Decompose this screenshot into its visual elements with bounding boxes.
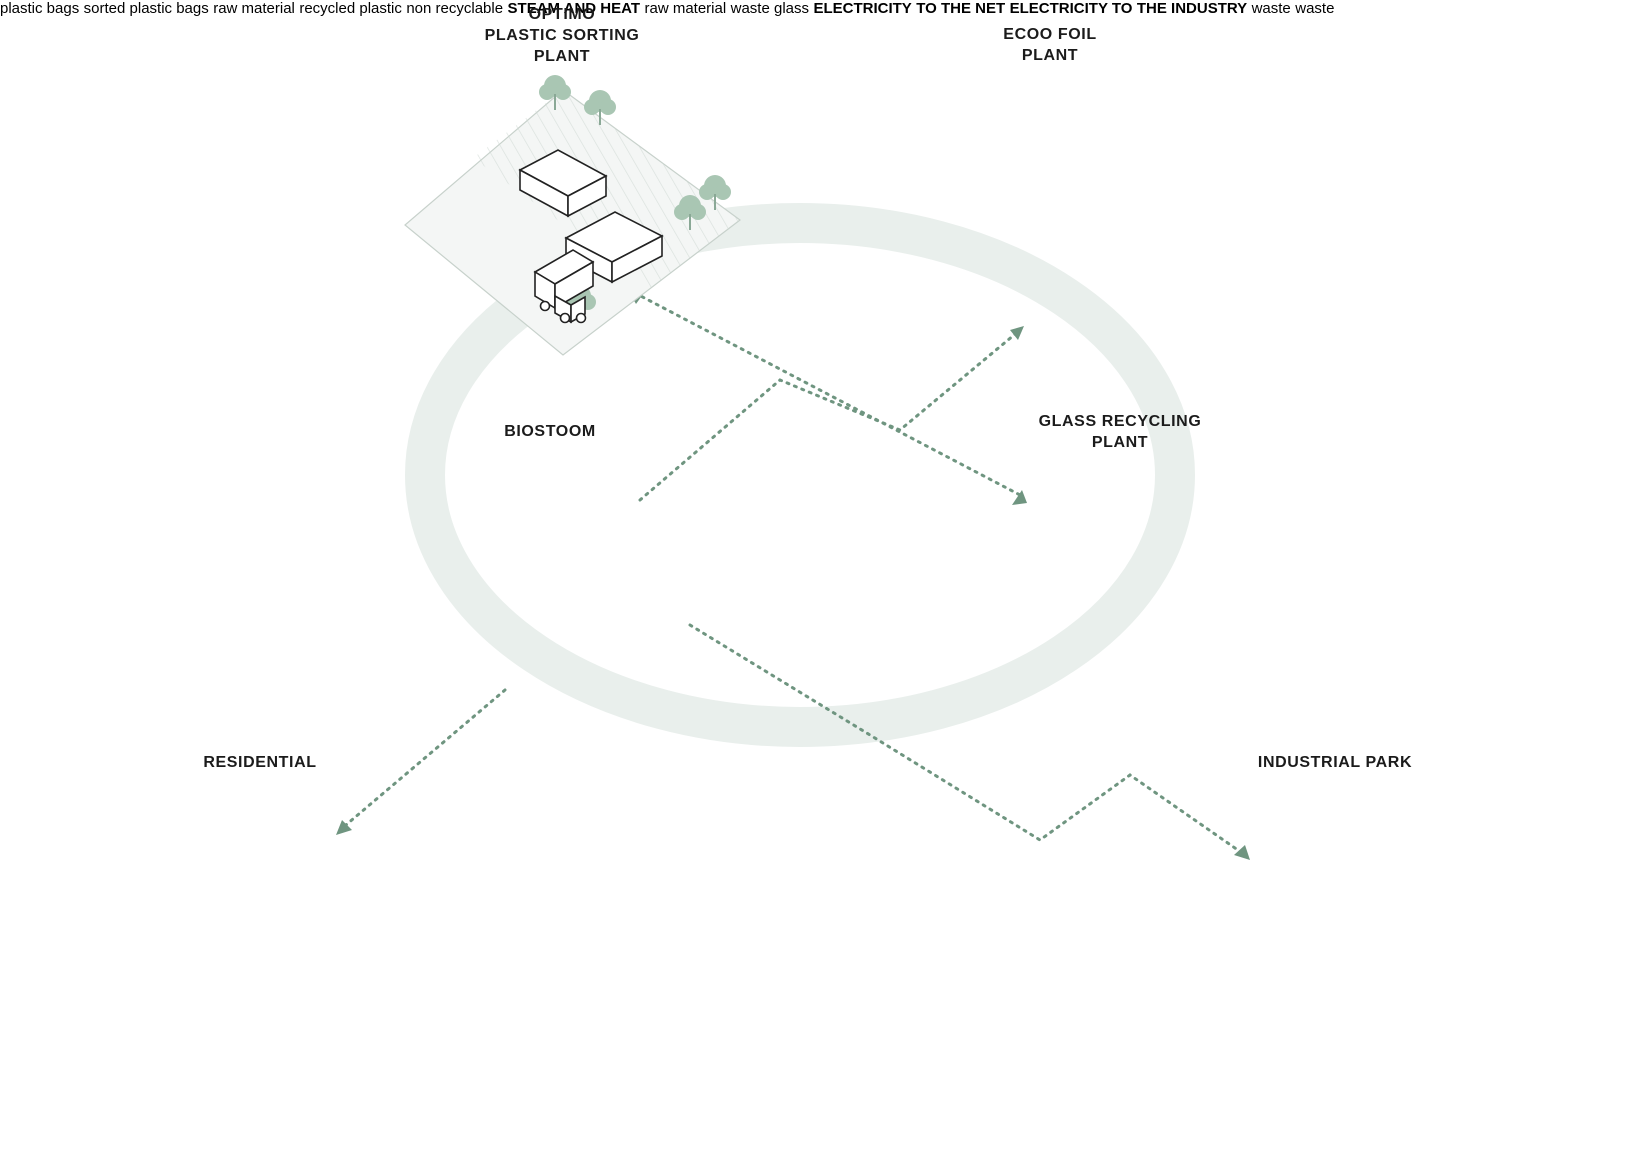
flow-arrow-electricity-net: ELECTRICITY TO THE NET	[813, 0, 1009, 17]
site-label-optimo: OPTIMO PLASTIC SORTING PLANT	[484, 6, 640, 65]
site-label-biostoom: BIOSTOOM	[504, 423, 596, 440]
flow-label-electricity-industry-2: THE INDUSTRY	[1136, 0, 1248, 17]
flow-label-steam-and-heat: STEAM AND HEAT	[507, 0, 641, 17]
flow-arrow-waste-glass: waste glass	[731, 0, 814, 17]
circular-flow-ring	[405, 203, 1195, 747]
flow-label-non-recyclable: non recyclable	[406, 0, 504, 17]
flow-arrow-waste-industrial: waste	[1295, 0, 1334, 17]
flow-label-waste-glass: waste glass	[730, 0, 809, 17]
flow-arrow-steam-and-heat: STEAM AND HEAT	[508, 0, 645, 17]
flow-label-plastic-bags: plastic bags	[0, 0, 80, 17]
dotted-connectors	[338, 291, 1247, 857]
flow-label-electricity-net-1: ELECTRICITY	[813, 0, 912, 17]
site-label-glass: GLASS RECYCLING PLANT	[1038, 413, 1202, 451]
flow-label-electricity-industry-1: ELECTRICITY TO	[1009, 0, 1133, 17]
flow-label-electricity-net-2: TO THE NET	[916, 0, 1006, 17]
flow-label-raw-material-ecoo: raw material	[213, 0, 295, 17]
building-icon	[518, 149, 664, 284]
flow-arrow-plastic-bags: plastic bags	[0, 0, 84, 17]
site-label-residential: RESIDENTIAL	[203, 754, 317, 771]
flow-arrow-electricity-industry: ELECTRICITY TO THE INDUSTRY	[1010, 0, 1252, 17]
flow-arrow-sorted-plastic-bags: sorted plastic bags	[84, 0, 214, 17]
flow-label-waste-residential: waste	[1251, 0, 1291, 17]
site-label-ecoo: ECOO FOIL PLANT	[1003, 26, 1097, 64]
flow-label-sorted-plastic-bags: sorted plastic bags	[83, 0, 209, 17]
flow-arrow-raw-material-ecoo: raw material	[213, 0, 299, 17]
flow-arrow-non-recyclable: non recyclable	[406, 0, 507, 17]
flow-arrow-recycled-plastic: recycled plastic	[299, 0, 406, 17]
plot-optimo	[404, 74, 742, 356]
site-label-industrial: INDUSTRIAL PARK	[1257, 754, 1413, 771]
flow-label-raw-material-glass: raw material	[644, 0, 727, 17]
flow-label-recycled-plastic: recycled plastic	[299, 0, 402, 17]
flow-arrow-waste-residential: waste	[1252, 0, 1296, 17]
flow-arrow-raw-material-glass: raw material	[644, 0, 730, 17]
flow-label-waste-industrial: waste	[1295, 0, 1335, 17]
